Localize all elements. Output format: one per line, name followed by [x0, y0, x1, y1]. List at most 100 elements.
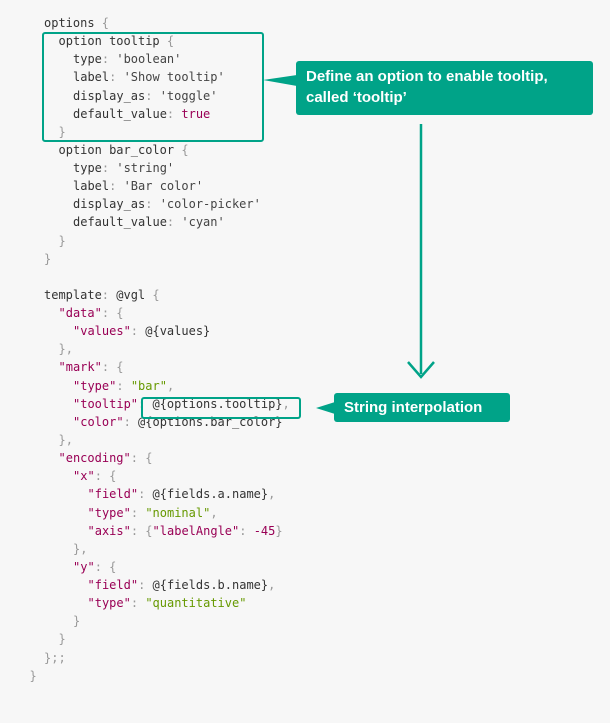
code-token: "values" [73, 324, 131, 339]
code-token: : [130, 596, 146, 611]
code-token: @{options.tooltip} [152, 396, 283, 411]
code-token: 'toggle' [159, 88, 218, 103]
code-token: @{fields.b.name} [152, 578, 269, 593]
code-line: } [44, 250, 51, 268]
code-token: 'Bar color' [123, 179, 204, 194]
code-token: option tooltip [58, 34, 160, 49]
code-token: } [275, 523, 283, 538]
code-line: } [30, 667, 37, 685]
code-token: : { [130, 451, 153, 466]
code-token: "type" [73, 378, 117, 393]
code-line: display_as: 'color-picker' [73, 195, 261, 213]
callout-pointer-bottom [316, 402, 335, 414]
code-token: : [101, 287, 117, 302]
code-token: : [166, 106, 182, 121]
code-token: default_value [73, 106, 167, 121]
code-line: options { [44, 14, 109, 32]
code-token: }, [58, 342, 73, 357]
code-token: , [210, 505, 218, 520]
code-token: type [73, 161, 102, 176]
code-line: label: 'Bar color' [73, 177, 203, 195]
code-token: default_value [73, 215, 167, 230]
code-line: "axis": {"labelAngle": -45} [88, 522, 283, 540]
code-token: "nominal" [145, 505, 211, 520]
code-token: "bar" [130, 378, 167, 393]
code-token: : [239, 523, 254, 538]
code-line: }, [59, 340, 73, 358]
arrow-head [407, 361, 435, 379]
code-token: display_as [73, 197, 146, 212]
code-line: "mark": { [59, 358, 124, 376]
code-token: template [44, 287, 102, 302]
callout-pointer-top [263, 75, 297, 86]
code-token: "color" [73, 414, 124, 429]
code-token: -45 [253, 523, 276, 538]
code-token: @vgl [116, 287, 146, 302]
code-line: "values": @{values} [73, 322, 210, 340]
code-token: "axis" [87, 523, 131, 538]
code-token: }, [73, 541, 88, 556]
code-token: }, [58, 432, 73, 447]
code-token: : { [101, 306, 124, 321]
code-token: label [73, 70, 110, 85]
string-interpolation-callout: String interpolation [334, 393, 510, 422]
code-token: , [282, 396, 290, 411]
code-token: : { [94, 469, 117, 484]
code-token: 'boolean' [116, 52, 182, 67]
code-line: } [59, 630, 66, 648]
code-line: "encoding": { [59, 449, 153, 467]
tooltip-option-highlight [42, 32, 264, 142]
code-token: : [166, 215, 182, 230]
code-token: 'string' [116, 161, 175, 176]
code-token: "mark" [58, 360, 102, 375]
code-line: "type": "nominal", [88, 504, 218, 522]
code-line: label: 'Show tooltip' [73, 68, 225, 86]
code-token: : [130, 324, 146, 339]
code-token: : [109, 70, 124, 85]
code-line: "field": @{fields.b.name}, [88, 576, 276, 594]
code-token: { [145, 287, 160, 302]
code-line: "x": { [73, 467, 116, 485]
code-token: : [109, 179, 124, 194]
code-token: "x" [73, 469, 95, 484]
code-token: "type" [87, 596, 131, 611]
code-token: : [138, 578, 153, 593]
code-line: option bar_color { [59, 141, 189, 159]
code-token: "type" [87, 505, 131, 520]
code-token: { [174, 142, 189, 157]
tooltip-option-callout: Define an option to enable tooltip, call… [296, 61, 593, 115]
code-token: @{values} [145, 324, 211, 339]
code-token: 'Show tooltip' [123, 70, 225, 85]
code-line: default_value: true [73, 105, 210, 123]
code-token: } [44, 251, 52, 266]
code-token: @{fields.a.name} [152, 487, 269, 502]
code-token: label [73, 179, 110, 194]
code-token: : [145, 197, 160, 212]
code-token: : [130, 505, 146, 520]
code-line: "tooltip": @{options.tooltip}, [73, 395, 290, 413]
code-line: option tooltip { [59, 32, 175, 50]
code-token: 'color-picker' [159, 197, 261, 212]
code-token: display_as [73, 88, 146, 103]
code-line: }, [59, 431, 73, 449]
code-token: option bar_color [58, 142, 175, 157]
code-line: default_value: 'cyan' [73, 213, 225, 231]
code-line: "field": @{fields.a.name}, [88, 485, 276, 503]
code-token: };; [44, 650, 66, 665]
code-token: "encoding" [58, 451, 131, 466]
code-token: "field" [87, 578, 139, 593]
code-token: "data" [58, 306, 102, 321]
code-token: : { [101, 360, 124, 375]
code-token: : [145, 88, 160, 103]
code-token: , [268, 487, 276, 502]
code-line: } [59, 232, 66, 250]
code-line: "type": "bar", [73, 377, 174, 395]
code-line: } [59, 123, 66, 141]
code-token: : { [94, 559, 117, 574]
code-token: : [123, 414, 139, 429]
code-line: };; [44, 649, 66, 667]
code-token: : [138, 487, 153, 502]
code-token: } [73, 614, 81, 629]
code-line: type: 'boolean' [73, 50, 181, 68]
